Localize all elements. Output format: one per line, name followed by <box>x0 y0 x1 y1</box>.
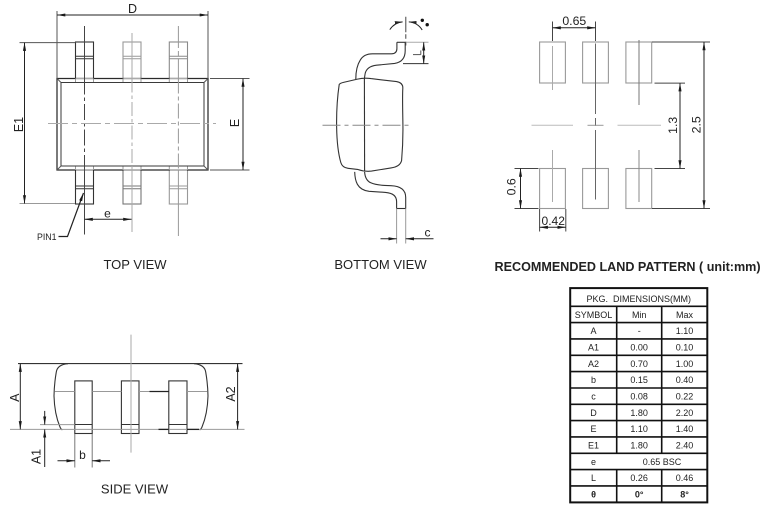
svg-text:1.80: 1.80 <box>630 408 648 418</box>
svg-text:0.6: 0.6 <box>504 178 518 195</box>
svg-text:0.70: 0.70 <box>630 359 648 369</box>
svg-text:L: L <box>591 473 596 483</box>
svg-text:PIN1: PIN1 <box>37 232 57 242</box>
svg-text:c: c <box>425 226 431 240</box>
svg-text:-: - <box>638 326 641 336</box>
svg-text:1.40: 1.40 <box>676 424 694 434</box>
svg-text:E1: E1 <box>588 441 599 451</box>
svg-text:A1: A1 <box>588 343 599 353</box>
svg-text:BOTTOM VIEW: BOTTOM VIEW <box>334 257 427 272</box>
svg-text:Max: Max <box>676 310 694 320</box>
svg-text:SIDE VIEW: SIDE VIEW <box>101 482 169 497</box>
svg-text:A: A <box>590 326 596 336</box>
svg-text:PKG. DIMENSIONS(MM): PKG. DIMENSIONS(MM) <box>586 294 691 304</box>
svg-text:2.5: 2.5 <box>689 116 703 133</box>
svg-text:1.10: 1.10 <box>676 326 694 336</box>
svg-text:D: D <box>128 2 137 16</box>
svg-text:c: c <box>591 392 596 402</box>
svg-text:1.10: 1.10 <box>630 424 648 434</box>
svg-text:0.15: 0.15 <box>630 375 648 385</box>
svg-text:1.00: 1.00 <box>676 359 694 369</box>
svg-text:0.00: 0.00 <box>630 343 648 353</box>
svg-text:0.65 BSC: 0.65 BSC <box>643 457 682 467</box>
svg-text:TOP VIEW: TOP VIEW <box>103 257 167 272</box>
svg-text:0°: 0° <box>635 489 644 499</box>
svg-text:0.10: 0.10 <box>676 343 694 353</box>
svg-text:A1: A1 <box>30 449 44 464</box>
svg-text:0.46: 0.46 <box>676 473 694 483</box>
svg-text:0.08: 0.08 <box>630 392 648 402</box>
svg-text:1.3: 1.3 <box>666 117 680 134</box>
svg-text:E: E <box>590 424 596 434</box>
svg-text:0.65: 0.65 <box>562 14 586 28</box>
svg-text:e: e <box>104 207 111 221</box>
svg-text:A2: A2 <box>588 359 599 369</box>
svg-text:1.80: 1.80 <box>630 441 648 451</box>
svg-text:A2: A2 <box>224 386 238 401</box>
svg-text:b: b <box>591 375 596 385</box>
svg-text:8°: 8° <box>680 489 689 499</box>
svg-text:0.42: 0.42 <box>542 214 566 228</box>
svg-text:0.26: 0.26 <box>630 473 648 483</box>
svg-text:2.40: 2.40 <box>676 441 694 451</box>
svg-text:2.20: 2.20 <box>676 408 694 418</box>
svg-text:e: e <box>591 457 596 467</box>
svg-text:Min: Min <box>632 310 647 320</box>
svg-text:A: A <box>8 393 22 402</box>
svg-text:0.40: 0.40 <box>676 375 694 385</box>
svg-text:D: D <box>590 408 597 418</box>
svg-text:0.22: 0.22 <box>676 392 694 402</box>
svg-text:b: b <box>79 448 86 462</box>
svg-text:θ: θ <box>591 489 596 499</box>
svg-text:RECOMMENDED LAND PATTERN ( uni: RECOMMENDED LAND PATTERN ( unit:mm) <box>495 260 760 274</box>
svg-text:SYMBOL: SYMBOL <box>575 310 613 320</box>
svg-text:E: E <box>228 119 242 127</box>
svg-text:E1: E1 <box>12 117 26 132</box>
